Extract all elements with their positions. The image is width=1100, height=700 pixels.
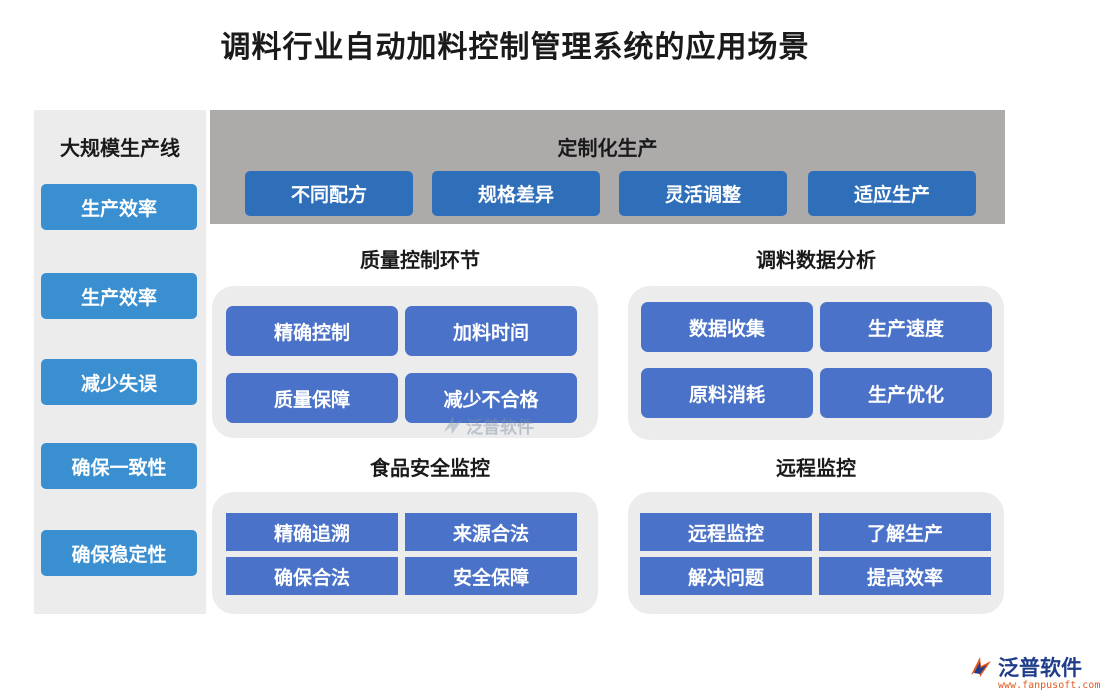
left-item-4: 确保一致性 bbox=[41, 443, 197, 489]
safety-item-2: 来源合法 bbox=[405, 513, 577, 551]
analysis-item-3: 原料消耗 bbox=[641, 368, 813, 418]
top-panel-custom-production: 定制化生产 不同配方 规格差异 灵活调整 适应生产 bbox=[210, 110, 1005, 224]
brand-name: 泛普软件 bbox=[998, 656, 1082, 680]
top-item-1: 不同配方 bbox=[245, 171, 413, 216]
remote-item-1: 远程监控 bbox=[640, 513, 812, 551]
safety-item-3: 确保合法 bbox=[226, 557, 398, 595]
left-item-5: 确保稳定性 bbox=[41, 530, 197, 576]
top-panel-heading: 定制化生产 bbox=[557, 136, 658, 160]
brand-logo-icon bbox=[971, 657, 991, 677]
page-title: 调料行业自动加料控制管理系统的应用场景 bbox=[220, 30, 810, 65]
watermark: 泛普软件 bbox=[440, 412, 534, 438]
quality-item-4: 减少不合格 bbox=[405, 373, 577, 423]
safety-card: 精确追溯 来源合法 确保合法 安全保障 bbox=[212, 492, 598, 614]
analysis-heading: 调料数据分析 bbox=[756, 248, 876, 272]
watermark-text: 泛普软件 bbox=[466, 417, 534, 438]
remote-heading: 远程监控 bbox=[776, 456, 856, 480]
quality-item-3: 质量保障 bbox=[226, 373, 398, 423]
brand-url: www.fanpusoft.com bbox=[998, 680, 1100, 691]
remote-card: 远程监控 了解生产 解决问题 提高效率 bbox=[628, 492, 1004, 614]
top-item-4: 适应生产 bbox=[808, 171, 976, 216]
quality-heading: 质量控制环节 bbox=[360, 248, 480, 272]
left-item-3: 减少失误 bbox=[41, 359, 197, 405]
safety-item-1: 精确追溯 bbox=[226, 513, 398, 551]
analysis-item-2: 生产速度 bbox=[820, 302, 992, 352]
left-item-2: 生产效率 bbox=[41, 273, 197, 319]
brand-logo: 泛普软件 bbox=[968, 652, 1082, 682]
remote-item-4: 提高效率 bbox=[819, 557, 991, 595]
safety-heading: 食品安全监控 bbox=[370, 456, 490, 480]
left-panel-heading: 大规模生产线 bbox=[60, 136, 180, 160]
quality-item-2: 加料时间 bbox=[405, 306, 577, 356]
analysis-item-1: 数据收集 bbox=[641, 302, 813, 352]
analysis-item-4: 生产优化 bbox=[820, 368, 992, 418]
quality-card: 精确控制 加料时间 质量保障 减少不合格 bbox=[212, 286, 598, 438]
left-panel-large-scale-line: 大规模生产线 生产效率 生产效率 减少失误 确保一致性 确保稳定性 bbox=[34, 110, 206, 614]
remote-item-2: 了解生产 bbox=[819, 513, 991, 551]
quality-item-1: 精确控制 bbox=[226, 306, 398, 356]
watermark-logo-icon bbox=[444, 416, 462, 434]
left-item-1: 生产效率 bbox=[41, 184, 197, 230]
safety-item-4: 安全保障 bbox=[405, 557, 577, 595]
remote-item-3: 解决问题 bbox=[640, 557, 812, 595]
top-item-2: 规格差异 bbox=[432, 171, 600, 216]
top-item-3: 灵活调整 bbox=[619, 171, 787, 216]
analysis-card: 数据收集 生产速度 原料消耗 生产优化 bbox=[628, 286, 1004, 440]
